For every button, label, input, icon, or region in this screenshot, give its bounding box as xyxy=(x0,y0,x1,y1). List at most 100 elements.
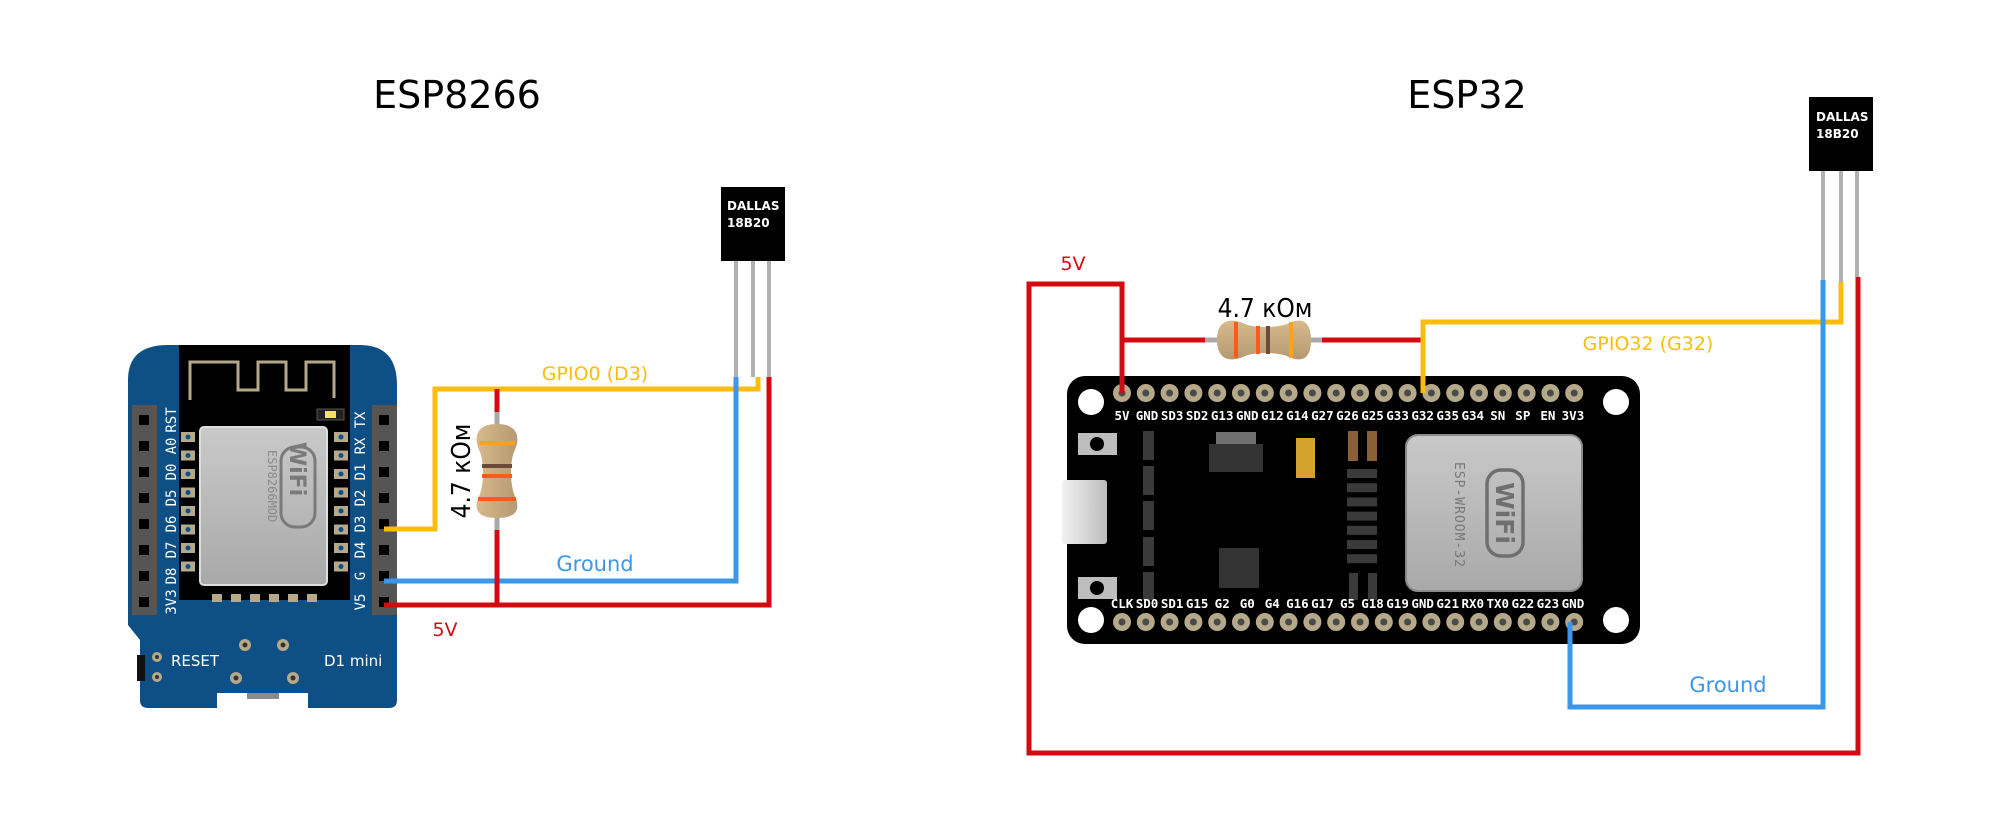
resistor-label-esp8266: 4.7 кОм xyxy=(447,424,477,519)
pin-label: SD3 xyxy=(1161,408,1184,423)
signal-label-esp8266: GPIO0 (D3) xyxy=(542,363,648,385)
ground-label-esp8266: Ground xyxy=(556,552,633,576)
pin-label: G18 xyxy=(1361,596,1384,611)
sensor-label-line2: 18B20 xyxy=(1816,127,1859,141)
pin-label: G22 xyxy=(1512,596,1535,611)
power-wire xyxy=(384,377,772,608)
header-pin xyxy=(379,519,389,529)
pin-label: D1 xyxy=(353,464,369,481)
array-bar xyxy=(1347,469,1377,478)
header-pin xyxy=(379,597,389,607)
pin-label: GND xyxy=(1411,596,1434,611)
regulator-tab xyxy=(1216,432,1256,445)
array-bar xyxy=(1347,511,1377,521)
regulator xyxy=(1209,444,1263,472)
pin-label: G2 xyxy=(1215,596,1230,611)
d1-usb-notch xyxy=(217,693,308,709)
module-pad xyxy=(288,594,298,602)
ground-wire xyxy=(1567,280,1826,710)
header-pin xyxy=(139,467,149,477)
header-pin xyxy=(379,467,389,477)
ground-wire xyxy=(384,377,739,584)
sensor-label-line2: 18B20 xyxy=(727,216,770,230)
d1-left-header xyxy=(132,405,157,615)
power-label-esp8266: 5V xyxy=(432,619,457,641)
pin-label: GND xyxy=(1136,408,1159,423)
esp8266-module xyxy=(199,426,328,586)
module-pad xyxy=(269,594,279,602)
wifi-logo-icon: WiFi xyxy=(279,442,317,529)
pin-label: D5 xyxy=(164,490,180,507)
sensor-label-line1: DALLAS xyxy=(727,199,779,213)
esp-wroom-32-module xyxy=(1405,434,1583,592)
pin-label: SN xyxy=(1490,408,1505,423)
antenna-trace-icon xyxy=(188,360,336,400)
header-pin xyxy=(379,415,389,425)
array-bar xyxy=(1347,497,1377,507)
pin-label: G32 xyxy=(1411,408,1434,423)
signal-wire xyxy=(384,377,761,532)
esp32-module-label: ESP-WROOM-32 xyxy=(1451,462,1466,568)
signal-label-esp32: GPIO32 (G32) xyxy=(1583,333,1714,355)
d1-usb-connector xyxy=(247,693,279,699)
pin-label: G5 xyxy=(1340,596,1355,611)
sensor-label-line1: DALLAS xyxy=(1816,110,1868,124)
pin-label: G17 xyxy=(1311,596,1334,611)
module-pad xyxy=(231,594,241,602)
header-pin xyxy=(139,571,149,581)
d1-header-pins xyxy=(139,415,389,607)
pin-label: SD2 xyxy=(1186,408,1209,423)
pin-label: D0 xyxy=(164,464,180,481)
array-bar xyxy=(1347,554,1377,564)
pin-label: EN xyxy=(1540,408,1555,423)
d1-reset-button xyxy=(137,655,145,681)
esp8266-title: ESP8266 xyxy=(373,73,541,117)
smd-resistor xyxy=(1348,431,1358,461)
wifi-logo-text: WiFi xyxy=(1490,482,1519,544)
pin-label: GND xyxy=(1236,408,1259,423)
pin-label: G35 xyxy=(1436,408,1459,423)
array-bar xyxy=(1347,483,1377,493)
pin-label: CLK xyxy=(1111,596,1134,611)
pin-label: G23 xyxy=(1537,596,1560,611)
mount-hole xyxy=(1078,389,1104,415)
array-bar xyxy=(1347,540,1377,549)
pin-label: G33 xyxy=(1386,408,1409,423)
pin-label: RST xyxy=(164,407,180,433)
header-pin xyxy=(139,519,149,529)
header-pin xyxy=(139,441,149,451)
diode-bars xyxy=(1143,431,1154,600)
esp32-header-pins xyxy=(1113,384,1584,631)
pin-label: G12 xyxy=(1261,408,1284,423)
pin-label: TX xyxy=(353,411,369,428)
header-pin xyxy=(139,415,149,425)
ds18b20-sensor-esp32: DALLAS 18B20 xyxy=(1809,97,1873,282)
esp32-wires xyxy=(1026,277,1861,756)
smd-bar xyxy=(1349,573,1358,600)
pin-label: G27 xyxy=(1311,408,1334,423)
mount-hole xyxy=(1603,389,1629,415)
pin-label: D2 xyxy=(353,490,369,507)
pin-label: G14 xyxy=(1286,408,1309,423)
array-bar xyxy=(1347,525,1377,535)
pin-label: SP xyxy=(1515,408,1530,423)
ds18b20-sensor-esp8266: DALLAS 18B20 xyxy=(721,187,785,377)
header-pin xyxy=(139,597,149,607)
power-wire xyxy=(1026,277,1861,756)
mount-hole xyxy=(1603,607,1629,633)
smd-resistor xyxy=(1367,431,1377,461)
pin-label: G16 xyxy=(1286,596,1309,611)
pin-label: D8 xyxy=(164,568,180,585)
pin-label: 5V xyxy=(1114,408,1130,423)
ground-label-esp32: Ground xyxy=(1689,673,1766,697)
wifi-logo-icon: WiFi xyxy=(1485,468,1525,558)
header-pin xyxy=(379,545,389,555)
led-light xyxy=(325,411,336,418)
resistor-esp8266 xyxy=(476,412,518,530)
board-name-label: D1 mini xyxy=(324,652,382,670)
pin-label: G26 xyxy=(1336,408,1359,423)
esp32-title: ESP32 xyxy=(1407,73,1526,117)
